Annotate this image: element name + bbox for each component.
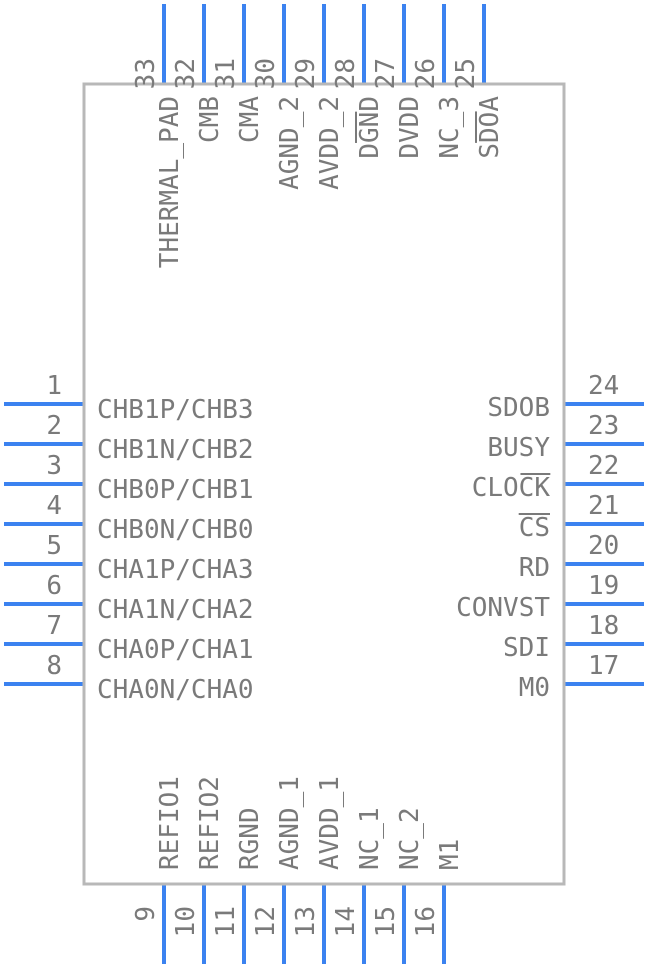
pin-number-22: 22 bbox=[588, 451, 619, 481]
pin-label-cma: CMA bbox=[235, 96, 265, 143]
pin-label-cha0p-cha1: CHA0P/CHA1 bbox=[97, 635, 254, 665]
pin-number-26: 26 bbox=[411, 58, 441, 89]
pin-label-refio1: REFIO1 bbox=[155, 776, 185, 870]
pin-number-30: 30 bbox=[251, 58, 281, 89]
pin-label-refio2: REFIO2 bbox=[195, 776, 225, 870]
pin-label-cmb: CMB bbox=[195, 96, 225, 143]
pin-label-agnd-2: AGND_2 bbox=[275, 96, 305, 190]
pin-number-33: 33 bbox=[131, 58, 161, 89]
pin-label-convst: CONVST bbox=[456, 593, 550, 623]
pin-number-20: 20 bbox=[588, 531, 619, 561]
pin-number-12: 12 bbox=[251, 906, 281, 937]
pin-number-23: 23 bbox=[588, 411, 619, 441]
pin-number-3: 3 bbox=[46, 451, 62, 481]
pin-label-cs: CS bbox=[519, 513, 550, 543]
pin-label-dgnd: DGND bbox=[355, 96, 385, 159]
pin-label-clock: CLOCK bbox=[472, 473, 551, 503]
pin-label-thermal-pad: THERMAL_PAD bbox=[155, 96, 185, 268]
pin-number-31: 31 bbox=[211, 58, 241, 89]
pin-number-27: 27 bbox=[371, 58, 401, 89]
pin-label-nc-3: NC_3 bbox=[435, 96, 465, 159]
pin-number-32: 32 bbox=[171, 58, 201, 89]
pin-label-dvdd: DVDD bbox=[395, 96, 425, 159]
pin-label-avdd-1: AVDD_1 bbox=[315, 776, 345, 870]
pin-label-cha1p-cha3: CHA1P/CHA3 bbox=[97, 555, 254, 585]
pin-number-17: 17 bbox=[588, 651, 619, 681]
pin-label-nc-1: NC_1 bbox=[355, 807, 385, 870]
pin-label-busy: BUSY bbox=[487, 433, 550, 463]
pin-number-16: 16 bbox=[411, 906, 441, 937]
pin-number-29: 29 bbox=[291, 58, 321, 89]
pin-number-24: 24 bbox=[588, 371, 619, 401]
pin-number-18: 18 bbox=[588, 611, 619, 641]
pin-label-cha1n-cha2: CHA1N/CHA2 bbox=[97, 595, 254, 625]
chip-body bbox=[82, 82, 566, 886]
pin-number-15: 15 bbox=[371, 906, 401, 937]
pin-label-rd: RD bbox=[519, 553, 550, 583]
pin-label-cha0n-cha0: CHA0N/CHA0 bbox=[97, 675, 254, 705]
pin-number-1: 1 bbox=[46, 371, 62, 401]
pin-label-agnd-1: AGND_1 bbox=[275, 776, 305, 870]
pin-label-chb1n-chb2: CHB1N/CHB2 bbox=[97, 435, 254, 465]
pin-number-28: 28 bbox=[331, 58, 361, 89]
pin-number-19: 19 bbox=[588, 571, 619, 601]
pin-number-5: 5 bbox=[46, 531, 62, 561]
pin-label-chb1p-chb3: CHB1P/CHB3 bbox=[97, 395, 254, 425]
pin-number-11: 11 bbox=[211, 906, 241, 937]
pin-label-chb0n-chb0: CHB0N/CHB0 bbox=[97, 515, 254, 545]
pin-label-sdob: SDOB bbox=[487, 393, 550, 423]
pin-number-4: 4 bbox=[46, 491, 62, 521]
pin-label-nc-2: NC_2 bbox=[395, 807, 425, 870]
pin-number-2: 2 bbox=[46, 411, 62, 441]
pin-number-14: 14 bbox=[331, 906, 361, 937]
pin-number-6: 6 bbox=[46, 571, 62, 601]
pin-number-21: 21 bbox=[588, 491, 619, 521]
pin-label-m0: M0 bbox=[519, 673, 550, 703]
pin-label-m1: M1 bbox=[435, 839, 465, 870]
pin-number-13: 13 bbox=[291, 906, 321, 937]
pin-label-avdd-2: AVDD_2 bbox=[315, 96, 345, 190]
pin-number-8: 8 bbox=[46, 651, 62, 681]
pin-label-rgnd: RGND bbox=[235, 807, 265, 870]
pin-number-7: 7 bbox=[46, 611, 62, 641]
pin-label-chb0p-chb1: CHB0P/CHB1 bbox=[97, 475, 254, 505]
pin-number-10: 10 bbox=[171, 906, 201, 937]
pin-lines bbox=[4, 4, 644, 964]
pin-label-sdi: SDI bbox=[503, 633, 550, 663]
pin-number-25: 25 bbox=[451, 58, 481, 89]
pin-number-9: 9 bbox=[131, 906, 161, 922]
pin-label-sdoa: SDOA bbox=[475, 96, 505, 159]
